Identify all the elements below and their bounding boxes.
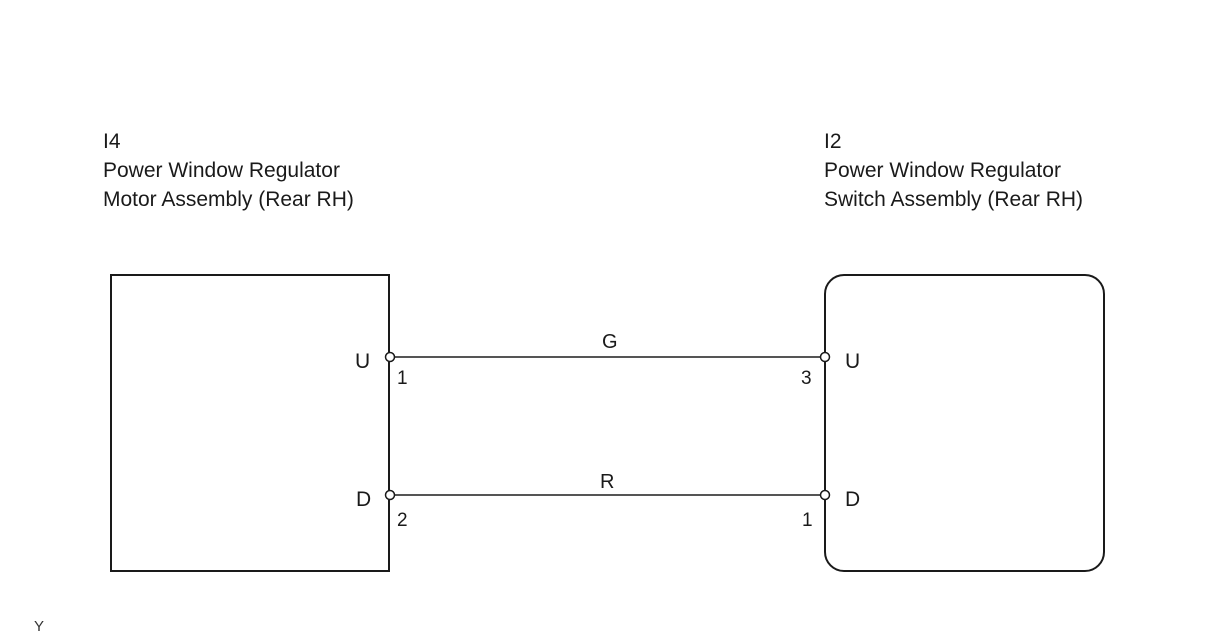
left-component-label: I4 Power Window Regulator Motor Assembly… bbox=[103, 127, 354, 214]
right-component-name-line1: Power Window Regulator bbox=[824, 159, 1061, 182]
left-component-name-line2: Motor Assembly (Rear RH) bbox=[103, 188, 354, 211]
left-pin-name: D bbox=[356, 488, 372, 511]
left-component-name-line1: Power Window Regulator bbox=[103, 159, 340, 182]
figure-code: Y bbox=[34, 618, 45, 635]
left-pin-name: U bbox=[355, 350, 371, 373]
wire-color-label: R bbox=[600, 471, 615, 493]
right-component-label: I2 Power Window Regulator Switch Assembl… bbox=[824, 127, 1083, 214]
right-pin-name: D bbox=[845, 488, 861, 511]
right-pin-number: 3 bbox=[801, 368, 812, 389]
switch-assembly-box bbox=[824, 274, 1105, 572]
right-pin-name: U bbox=[845, 350, 861, 373]
motor-assembly-box bbox=[110, 274, 390, 572]
left-pin-number: 1 bbox=[397, 368, 408, 389]
right-pin-number: 1 bbox=[802, 510, 813, 531]
wire-color-label: G bbox=[602, 331, 618, 353]
right-component-code: I2 bbox=[824, 130, 842, 153]
left-pin-number: 2 bbox=[397, 510, 408, 531]
right-component-name-line2: Switch Assembly (Rear RH) bbox=[824, 188, 1084, 211]
left-component-code: I4 bbox=[103, 130, 121, 153]
